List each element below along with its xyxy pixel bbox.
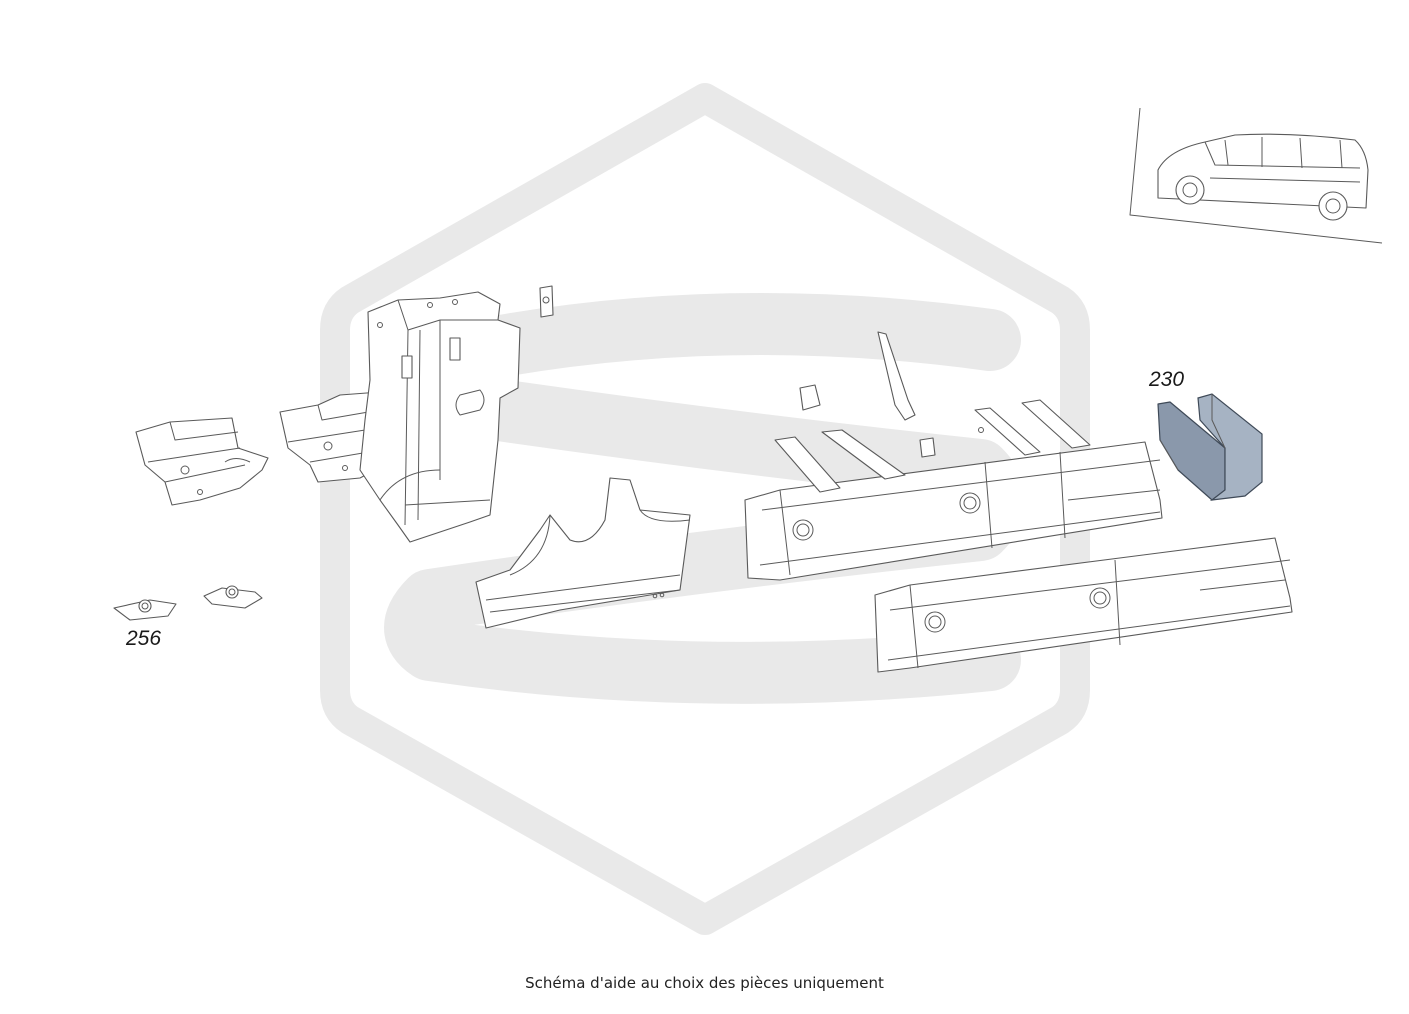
upper-longitudinal-rail[interactable]	[744, 441, 1163, 581]
weld-plate-256-a[interactable]	[113, 599, 177, 621]
lower-longitudinal-rail[interactable]	[874, 537, 1293, 673]
weld-plate-256-b[interactable]	[203, 585, 263, 609]
diagram-caption: Schéma d'aide au choix des pièces unique…	[525, 974, 884, 992]
rail-crossbars[interactable]	[774, 331, 1091, 493]
floor-crossmember-cutout[interactable]	[475, 477, 691, 629]
callout-label-256: 256	[126, 627, 162, 650]
side-panel-assembly[interactable]	[359, 291, 521, 543]
vehicle-inset	[1129, 107, 1383, 244]
callout-label-230: 230	[1149, 368, 1185, 391]
highlighted-part-230[interactable]	[1157, 393, 1263, 501]
clip-small[interactable]	[539, 285, 554, 318]
front-bracket-left[interactable]	[135, 417, 269, 506]
